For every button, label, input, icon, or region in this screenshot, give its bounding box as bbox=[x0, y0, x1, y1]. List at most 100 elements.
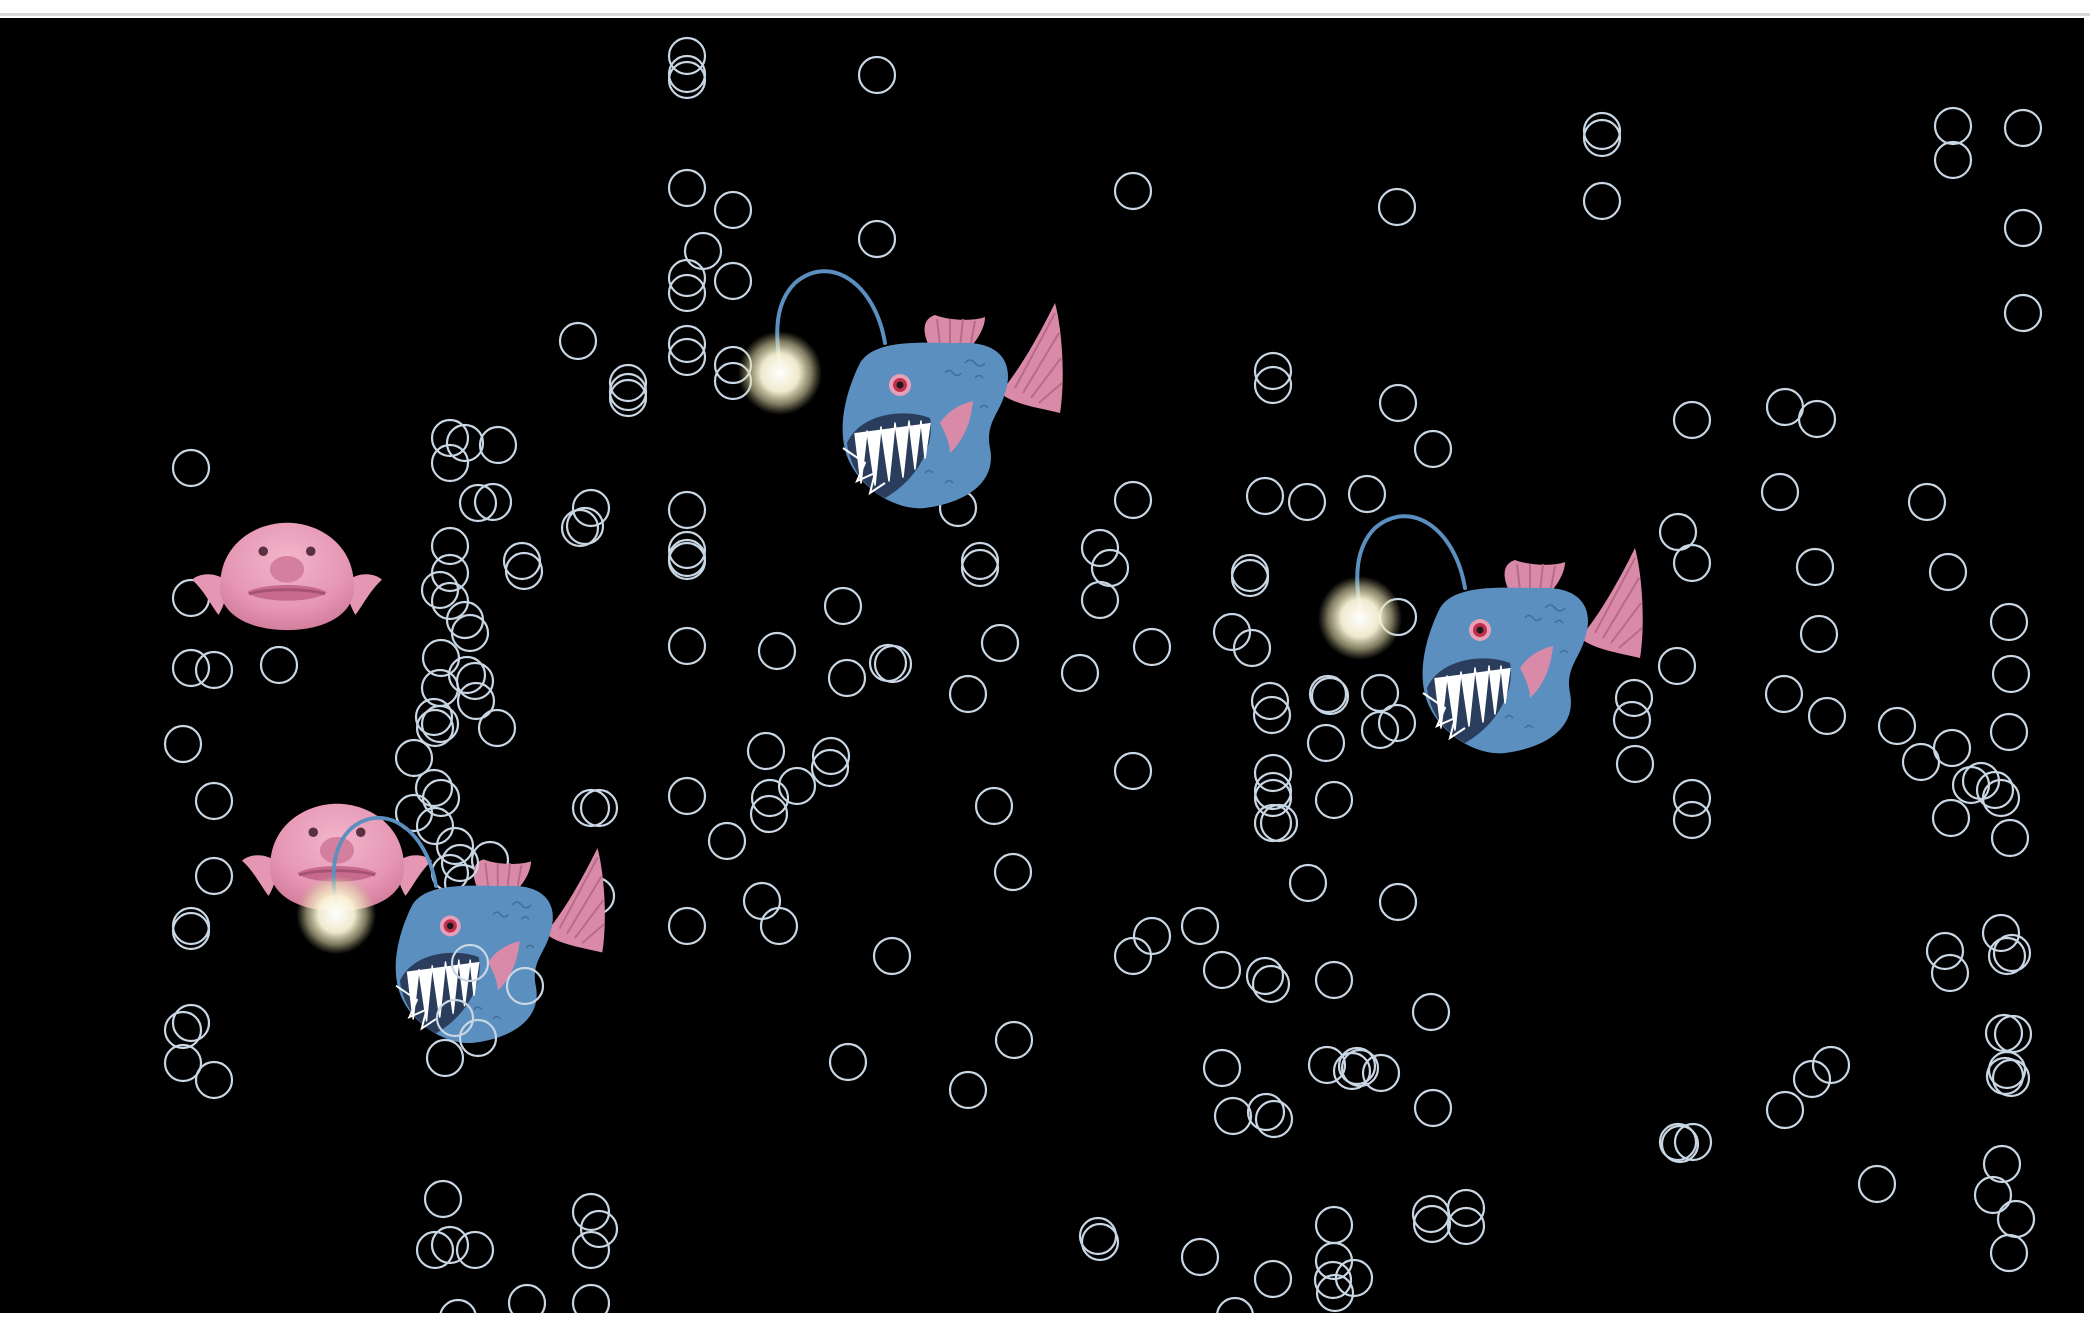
bubble-icon bbox=[857, 55, 897, 95]
bubble-icon bbox=[430, 581, 470, 621]
bubble-icon bbox=[948, 674, 988, 714]
bubble-icon bbox=[667, 906, 707, 946]
fish-layer bbox=[190, 269, 1645, 1078]
bubble-icon bbox=[994, 1020, 1034, 1060]
bubble-icon bbox=[445, 423, 485, 463]
bubble-icon bbox=[430, 443, 470, 483]
bubble-icon bbox=[1991, 1058, 2031, 1098]
bubble-icon bbox=[507, 1283, 547, 1313]
bubble-icon bbox=[1991, 654, 2031, 694]
bubble-icon bbox=[1314, 960, 1354, 1000]
bubble-icon bbox=[1216, 1296, 1254, 1313]
bubble-icon bbox=[1377, 187, 1417, 227]
bubble-icon bbox=[1202, 1048, 1242, 1088]
bubble-icon bbox=[171, 648, 211, 688]
bubble-icon bbox=[608, 378, 648, 418]
bubble-icon bbox=[163, 1043, 203, 1083]
scene-canvas[interactable] bbox=[0, 18, 2090, 1313]
bubble-icon bbox=[1984, 1013, 2024, 1053]
bubble-icon bbox=[1989, 602, 2029, 642]
bubble-icon bbox=[458, 483, 498, 523]
bubble-icon bbox=[1232, 628, 1272, 668]
bubble-icon bbox=[1360, 673, 1400, 713]
bubble-icon bbox=[1347, 474, 1387, 514]
bubble-icon bbox=[473, 482, 513, 522]
bubble-icon bbox=[1314, 1241, 1354, 1281]
bubble-icon bbox=[435, 998, 475, 1038]
bubble-icon bbox=[1253, 365, 1293, 405]
bubble-icon bbox=[430, 526, 470, 566]
bubble-icon bbox=[1378, 882, 1418, 922]
bubble-icon bbox=[1245, 956, 1285, 996]
bubble-icon bbox=[171, 911, 211, 951]
bubble-icon bbox=[667, 530, 707, 570]
bubble-icon bbox=[435, 826, 475, 866]
bubble-icon bbox=[707, 821, 747, 861]
bubble-icon bbox=[579, 788, 619, 828]
bubble-icon bbox=[713, 261, 753, 301]
bubble-icon bbox=[667, 541, 707, 581]
bubble-icon bbox=[1614, 678, 1654, 718]
bubble-icon bbox=[420, 704, 460, 744]
bubble-icon bbox=[974, 786, 1014, 826]
bubble-icon bbox=[980, 623, 1020, 663]
bubble-icon bbox=[1132, 916, 1172, 956]
bubble-icon bbox=[259, 645, 299, 685]
bubble-icon bbox=[1672, 400, 1712, 440]
bubble-icon bbox=[827, 658, 867, 698]
bubble-icon bbox=[1361, 1053, 1401, 1093]
bubble-icon bbox=[1615, 744, 1655, 784]
bubble-icon bbox=[1288, 863, 1328, 903]
bubble-icon bbox=[414, 768, 454, 808]
anglerfish-icon[interactable] bbox=[736, 269, 1065, 511]
bubble-icon bbox=[394, 738, 434, 778]
bubble-icon bbox=[1411, 992, 1451, 1032]
bubble-icon bbox=[1202, 950, 1242, 990]
bubble-icon bbox=[1582, 118, 1622, 158]
bubble-icon bbox=[1337, 1046, 1377, 1086]
bubble-icon bbox=[1078, 1216, 1118, 1256]
bubble-icon bbox=[667, 324, 707, 364]
bubble-icon bbox=[430, 418, 470, 458]
bubble-icon bbox=[1246, 1092, 1286, 1132]
bubble-icon bbox=[1252, 695, 1292, 735]
bubble-icon bbox=[1413, 429, 1453, 469]
bubble-icon bbox=[420, 570, 460, 610]
bubble-icon bbox=[2003, 208, 2043, 248]
blobfish-icon[interactable] bbox=[190, 521, 384, 632]
bubble-icon bbox=[1658, 512, 1698, 552]
bubble-icon bbox=[742, 881, 782, 921]
bubble-icon bbox=[1113, 171, 1153, 211]
bubble-icon bbox=[1314, 1205, 1354, 1245]
bubble-icon bbox=[1992, 933, 2032, 973]
bubble-icon bbox=[993, 852, 1033, 892]
bubble-icon bbox=[1993, 1014, 2033, 1054]
bubble-icon bbox=[571, 1192, 611, 1232]
bubble-icon bbox=[667, 490, 707, 530]
bubble-icon bbox=[1259, 803, 1299, 843]
bubble-icon bbox=[872, 936, 912, 976]
bubble-icon bbox=[1377, 703, 1417, 743]
bubble-icon bbox=[1287, 482, 1327, 522]
bubble-icon bbox=[1254, 1099, 1294, 1139]
bubble-icon bbox=[960, 541, 1000, 581]
bubble-icon bbox=[1673, 1122, 1713, 1162]
bubble-icon bbox=[1931, 798, 1971, 838]
bubble-icon bbox=[415, 708, 455, 748]
bubble-icon bbox=[667, 626, 707, 666]
bubble-icon bbox=[1253, 351, 1293, 391]
bubble-icon bbox=[823, 586, 863, 626]
bubble-icon bbox=[1990, 818, 2030, 858]
bubble-icon bbox=[857, 219, 897, 259]
bubble-icon bbox=[1212, 612, 1252, 652]
bubble-icon bbox=[1657, 646, 1697, 686]
bubble-icon bbox=[421, 778, 461, 818]
bubble-icon bbox=[1987, 1050, 2027, 1090]
bubble-icon bbox=[828, 1042, 868, 1082]
bubble-icon bbox=[1907, 482, 1947, 522]
window-bottom-bar bbox=[0, 1313, 2090, 1324]
bubble-icon bbox=[2003, 293, 2043, 333]
bubble-icon bbox=[750, 778, 790, 818]
bubble-icon bbox=[1253, 778, 1293, 818]
game-stage[interactable] bbox=[0, 18, 2090, 1313]
